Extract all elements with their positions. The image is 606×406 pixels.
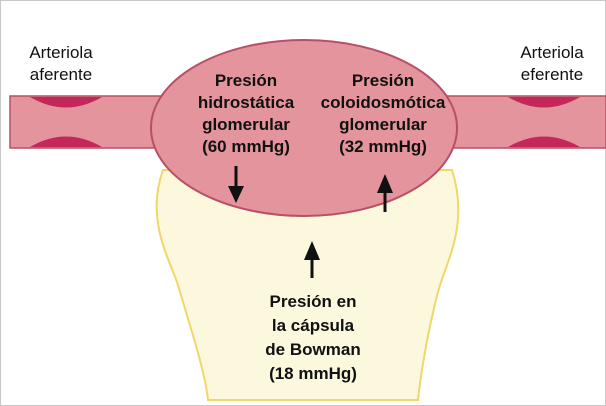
- vessel-cell-afferent-bottom: [30, 136, 102, 147]
- afferent-arteriole-label: Arteriola aferente: [29, 43, 93, 84]
- vessel-cell-afferent-top: [30, 97, 102, 108]
- vessel-cell-efferent-top: [508, 97, 580, 108]
- colloid-osmotic-pressure-label: Presión coloidosmótica glomerular (32 mm…: [320, 71, 446, 156]
- bowman-arrow: [304, 241, 320, 278]
- bowman-capsule: [155, 169, 460, 401]
- vessel-cell-efferent-bottom: [508, 136, 580, 147]
- efferent-arteriole-label: Arteriola eferente: [520, 43, 584, 84]
- bowman-capsule-pressure-label: Presión en la cápsula de Bowman (18 mmHg…: [265, 292, 361, 383]
- efferent-arteriole: [439, 95, 606, 149]
- afferent-arteriole: [9, 95, 171, 149]
- hydrostatic-pressure-label: Presión hidrostática glomerular (60 mmHg…: [197, 71, 295, 156]
- colloid-arrow: [377, 174, 393, 212]
- hydrostatic-arrow: [228, 166, 244, 203]
- glomerulus: [150, 39, 458, 217]
